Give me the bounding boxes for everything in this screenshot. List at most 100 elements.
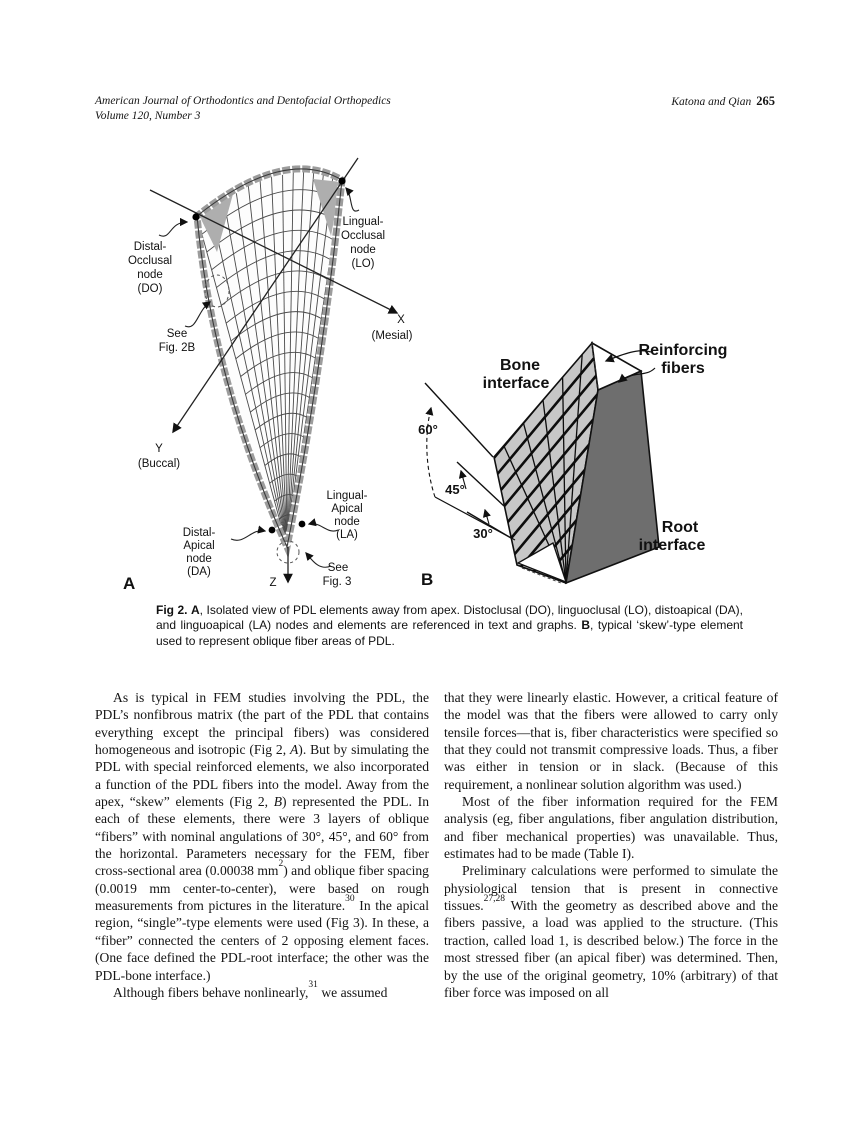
svg-text:node: node bbox=[186, 553, 212, 565]
x-axis-line bbox=[149, 189, 399, 314]
svg-text:Apical: Apical bbox=[183, 540, 214, 552]
svg-text:Apical: Apical bbox=[331, 503, 362, 515]
svg-text:fibers: fibers bbox=[661, 360, 705, 377]
paragraph-2-continued: that they were linearly elastic. However… bbox=[444, 689, 778, 793]
da-node-dot bbox=[268, 526, 276, 534]
da-leader-arrow bbox=[230, 525, 267, 541]
reinforcing-leader-arrow-2 bbox=[617, 367, 656, 383]
svg-text:node: node bbox=[137, 269, 163, 281]
angle-60-sweep-arrow bbox=[425, 406, 436, 498]
svg-text:(LO): (LO) bbox=[352, 258, 375, 270]
running-head-left: American Journal of Orthodontics and Den… bbox=[95, 94, 391, 123]
reference-superscript: 30 bbox=[345, 893, 355, 904]
running-head: American Journal of Orthodontics and Den… bbox=[95, 94, 775, 123]
right-column: that they were linearly elastic. However… bbox=[444, 689, 778, 1001]
svg-text:interface: interface bbox=[639, 537, 706, 554]
svg-text:(LA): (LA) bbox=[336, 529, 358, 541]
angle-baseline bbox=[434, 496, 516, 541]
see-fig3-leader-arrow bbox=[305, 552, 332, 568]
reinforcing-fibers-label: Reinforcing bbox=[639, 342, 728, 359]
fan-outline bbox=[196, 168, 343, 549]
paragraph-4: Preliminary calculations were performed … bbox=[444, 862, 778, 1001]
la-node-label: Lingual- bbox=[327, 490, 368, 502]
svg-text:Fig. 3: Fig. 3 bbox=[323, 576, 352, 588]
lo-node-dot bbox=[338, 177, 346, 185]
angle-45-label: 45° bbox=[445, 482, 465, 497]
see-fig2b-dashed-circle bbox=[204, 274, 230, 308]
running-head-right: Katona and Qian 265 bbox=[671, 94, 775, 123]
panel-a-letter: A bbox=[123, 574, 135, 593]
svg-text:node: node bbox=[350, 244, 376, 256]
see-fig3-label: See bbox=[328, 562, 348, 574]
y-axis-label: Y bbox=[155, 443, 163, 455]
svg-text:(DA): (DA) bbox=[187, 566, 211, 578]
svg-text:Occlusal: Occlusal bbox=[341, 230, 385, 242]
bottom-opening bbox=[516, 542, 568, 584]
body-run: ) represented the PDL. In each of these … bbox=[95, 794, 429, 879]
see-fig2b-leader-arrow bbox=[184, 301, 212, 328]
reference-superscript: 31 bbox=[308, 980, 318, 991]
body-run: With the geometry as described above and… bbox=[444, 898, 778, 1000]
da-node-label: Distal- bbox=[183, 527, 216, 539]
mesh-radials bbox=[196, 168, 343, 548]
svg-text:(Buccal): (Buccal) bbox=[138, 458, 180, 470]
angle-45-arrow bbox=[458, 469, 467, 490]
see-fig3-dashed-circle bbox=[276, 540, 300, 564]
left-column: As is typical in FEM studies involving t… bbox=[95, 689, 429, 1001]
body-run: ). But by simulating the PDL with specia… bbox=[95, 742, 429, 810]
figure-2-canvas: Distal- Occlusal node (DO) Lingual- Occl… bbox=[123, 157, 728, 593]
svg-text:(Mesial): (Mesial) bbox=[372, 330, 413, 342]
caption-text-2: , typical ‘skew’-type element used to re… bbox=[156, 618, 744, 648]
svg-text:(DO): (DO) bbox=[138, 283, 163, 295]
angle-60-label: 60° bbox=[418, 422, 438, 437]
page-number: 265 bbox=[756, 94, 775, 108]
body-text: As is typical in FEM studies involving t… bbox=[95, 689, 778, 1001]
paragraph-3: Most of the fiber information required f… bbox=[444, 793, 778, 862]
panel-b-skew-element-diagram: Bone interface Reinforcing fibers Root i… bbox=[418, 341, 728, 589]
caption-fig-number: Fig 2. bbox=[156, 603, 188, 617]
body-run: Most of the fiber information required f… bbox=[444, 794, 778, 862]
superscript: 2 bbox=[278, 858, 284, 869]
panel-b-letter: B bbox=[421, 570, 433, 589]
svg-text:interface: interface bbox=[483, 375, 550, 392]
paragraph-1: As is typical in FEM studies involving t… bbox=[95, 689, 429, 984]
journal-issue: Volume 120, Number 3 bbox=[95, 109, 201, 122]
body-run: As is typical in FEM studies involving t… bbox=[95, 690, 429, 758]
reference-superscript: 27,28 bbox=[483, 893, 506, 904]
lo-node-label: Lingual- bbox=[343, 216, 384, 228]
do-leader-arrow bbox=[158, 217, 189, 237]
caption-panel-b: B bbox=[581, 618, 591, 633]
y-axis-line bbox=[172, 157, 359, 434]
panel-a-mesh-diagram: Distal- Occlusal node (DO) Lingual- Occl… bbox=[123, 157, 413, 593]
body-run: that they were linearly elastic. However… bbox=[444, 690, 778, 792]
journal-title: American Journal of Orthodontics and Den… bbox=[95, 95, 391, 107]
la-leader-arrow bbox=[307, 518, 339, 532]
body-run: In the apical region, “single”-type elem… bbox=[95, 898, 429, 983]
svg-text:Fig. 2B: Fig. 2B bbox=[159, 342, 196, 354]
angle-30-label: 30° bbox=[473, 526, 493, 541]
svg-text:node: node bbox=[334, 516, 360, 528]
angle-45-ray bbox=[456, 461, 505, 507]
paragraph-2: Although fibers behave nonlinearly,31 we… bbox=[95, 981, 429, 1001]
bone-interface-label: Bone bbox=[500, 357, 540, 374]
fiber-fan-lines bbox=[503, 354, 583, 583]
x-axis-label: X bbox=[397, 314, 405, 326]
fig-ref-italic: B bbox=[273, 794, 283, 810]
see-fig2b-label: See bbox=[167, 328, 187, 340]
body-run: ) and oblique fiber spacing (0.0019 mm c… bbox=[95, 863, 429, 914]
root-interface-label: Root bbox=[662, 519, 699, 536]
body-run: Although fibers behave nonlinearly, bbox=[113, 984, 309, 1000]
body-run: Preliminary calculations were performed … bbox=[444, 863, 778, 914]
do-node-label: Distal- bbox=[134, 241, 167, 253]
angle-30-arrow bbox=[482, 508, 491, 525]
caption-panel-a: A bbox=[191, 603, 200, 617]
hidden-top-edge bbox=[591, 342, 599, 388]
figure-caption: Fig 2. A, Isolated view of PDL elements … bbox=[156, 603, 743, 649]
reinforcing-leader-arrow-1 bbox=[604, 350, 652, 363]
body-run: we assumed bbox=[317, 984, 388, 1000]
fig-ref-italic: A bbox=[289, 742, 299, 758]
do-node-dot bbox=[192, 213, 200, 221]
la-node-dot bbox=[298, 520, 306, 528]
authors: Katona and Qian bbox=[671, 96, 752, 108]
